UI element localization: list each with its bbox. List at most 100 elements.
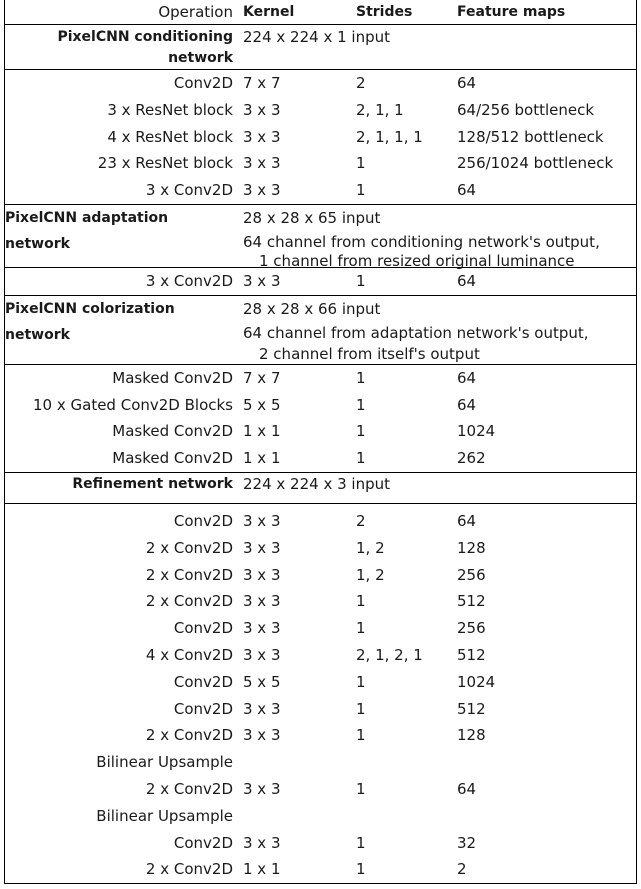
kernel-cell: 5 x 5 [243, 672, 281, 691]
strides-cell: 1 [356, 271, 366, 290]
kernel-cell: 3 x 3 [243, 100, 281, 119]
section-input: 224 x 224 x 1 input [243, 28, 390, 46]
section-input-detail: 64 channel from adaptation network's out… [243, 323, 589, 342]
header-kernel: Kernel [243, 4, 295, 20]
operation-cell: Conv2D [173, 833, 233, 852]
feature-maps-cell: 128 [457, 726, 486, 745]
section-title-cont: network [168, 50, 233, 66]
operation-cell: 2 x Conv2D [145, 726, 233, 745]
strides-cell: 2 [356, 511, 366, 530]
operation-cell: Conv2D [173, 74, 233, 92]
section-colorization-head: PixelCNN colorization network 28 x 28 x … [5, 294, 636, 364]
architecture-table: Operation Kernel Strides Feature maps Pi… [4, 0, 637, 885]
operation-cell: Conv2D [173, 699, 233, 718]
operation-cell: Bilinear Upsample [96, 753, 233, 772]
operation-cell: 3 x ResNet block [107, 100, 233, 119]
feature-maps-cell: 64 [457, 395, 477, 414]
kernel-cell: 3 x 3 [243, 726, 281, 745]
kernel-cell: 3 x 3 [243, 154, 281, 173]
section-title: PixelCNN conditioning [57, 29, 233, 45]
feature-maps-cell: 1024 [457, 672, 496, 691]
section-input-detail: 2 channel from itself's output [259, 344, 480, 363]
kernel-cell: 3 x 3 [243, 833, 281, 852]
feature-maps-cell: 32 [457, 833, 477, 852]
operation-cell: Bilinear Upsample [96, 806, 233, 825]
feature-maps-cell: 64 [457, 74, 477, 92]
strides-cell: 1 [356, 779, 366, 798]
operation-cell: Masked Conv2D [112, 449, 233, 468]
strides-cell: 1 [356, 860, 366, 879]
operation-cell: 4 x ResNet block [107, 127, 233, 146]
section-input-detail: 1 channel from resized original luminanc… [259, 251, 575, 270]
operation-cell: 10 x Gated Conv2D Blocks [33, 395, 233, 414]
operation-cell: Masked Conv2D [112, 368, 233, 387]
operation-cell: 2 x Conv2D [145, 592, 233, 611]
operation-cell: Conv2D [173, 619, 233, 638]
table-row: 23 x ResNet block 3 x 3 1 256/1024 bottlene… [5, 150, 636, 177]
feature-maps-cell: 262 [457, 449, 486, 468]
feature-maps-cell: 128/512 bottleneck [457, 127, 604, 146]
strides-cell: 1 [356, 395, 366, 414]
kernel-cell: 3 x 3 [243, 592, 281, 611]
operation-cell: Conv2D [173, 672, 233, 691]
kernel-cell: 7 x 7 [243, 74, 281, 92]
strides-cell: 1 [356, 422, 366, 441]
feature-maps-cell: 64 [457, 368, 477, 387]
header-operation: Operation [158, 3, 233, 21]
kernel-cell: 3 x 3 [243, 699, 281, 718]
section-conditioning-head: PixelCNN conditioning network 224 x 224 … [5, 24, 636, 69]
operation-cell: 3 x Conv2D [145, 271, 233, 290]
table-row: Conv2D 3 x 3 1 512 [5, 696, 636, 723]
operation-cell: Conv2D [173, 511, 233, 530]
feature-maps-cell: 128 [457, 538, 486, 557]
operation-cell: 23 x ResNet block [97, 154, 233, 173]
feature-maps-cell: 256/1024 bottleneck [457, 154, 614, 173]
strides-cell: 1 [356, 699, 366, 718]
section-title: PixelCNN adaptation network [5, 209, 169, 252]
strides-cell: 1 [356, 672, 366, 691]
header-strides: Strides [356, 4, 413, 20]
table-row: Conv2D 5 x 5 1 1024 [5, 669, 636, 696]
kernel-cell: 5 x 5 [243, 395, 281, 414]
table-row: Bilinear Upsample [5, 803, 636, 830]
operation-cell: 2 x Conv2D [145, 538, 233, 557]
table-header-row: Operation Kernel Strides Feature maps [5, 0, 636, 24]
kernel-cell: 3 x 3 [243, 645, 281, 664]
kernel-cell: 1 x 1 [243, 860, 281, 879]
strides-cell: 1 [356, 181, 366, 200]
kernel-cell: 3 x 3 [243, 538, 281, 557]
kernel-cell: 3 x 3 [243, 565, 281, 584]
operation-cell: Masked Conv2D [112, 422, 233, 441]
strides-cell: 1, 2 [356, 565, 385, 584]
section-input: 28 x 28 x 66 input [243, 299, 381, 318]
kernel-cell: 3 x 3 [243, 127, 281, 146]
strides-cell: 1 [356, 449, 366, 468]
feature-maps-cell: 64/256 bottleneck [457, 100, 595, 119]
feature-maps-cell: 64 [457, 181, 477, 200]
feature-maps-cell: 512 [457, 699, 486, 718]
kernel-cell: 3 x 3 [243, 181, 281, 200]
table-row: 10 x Gated Conv2D Blocks 5 x 5 1 64 [5, 392, 636, 419]
kernel-cell: 3 x 3 [243, 271, 281, 290]
kernel-cell: 3 x 3 [243, 619, 281, 638]
strides-cell: 1 [356, 154, 366, 173]
